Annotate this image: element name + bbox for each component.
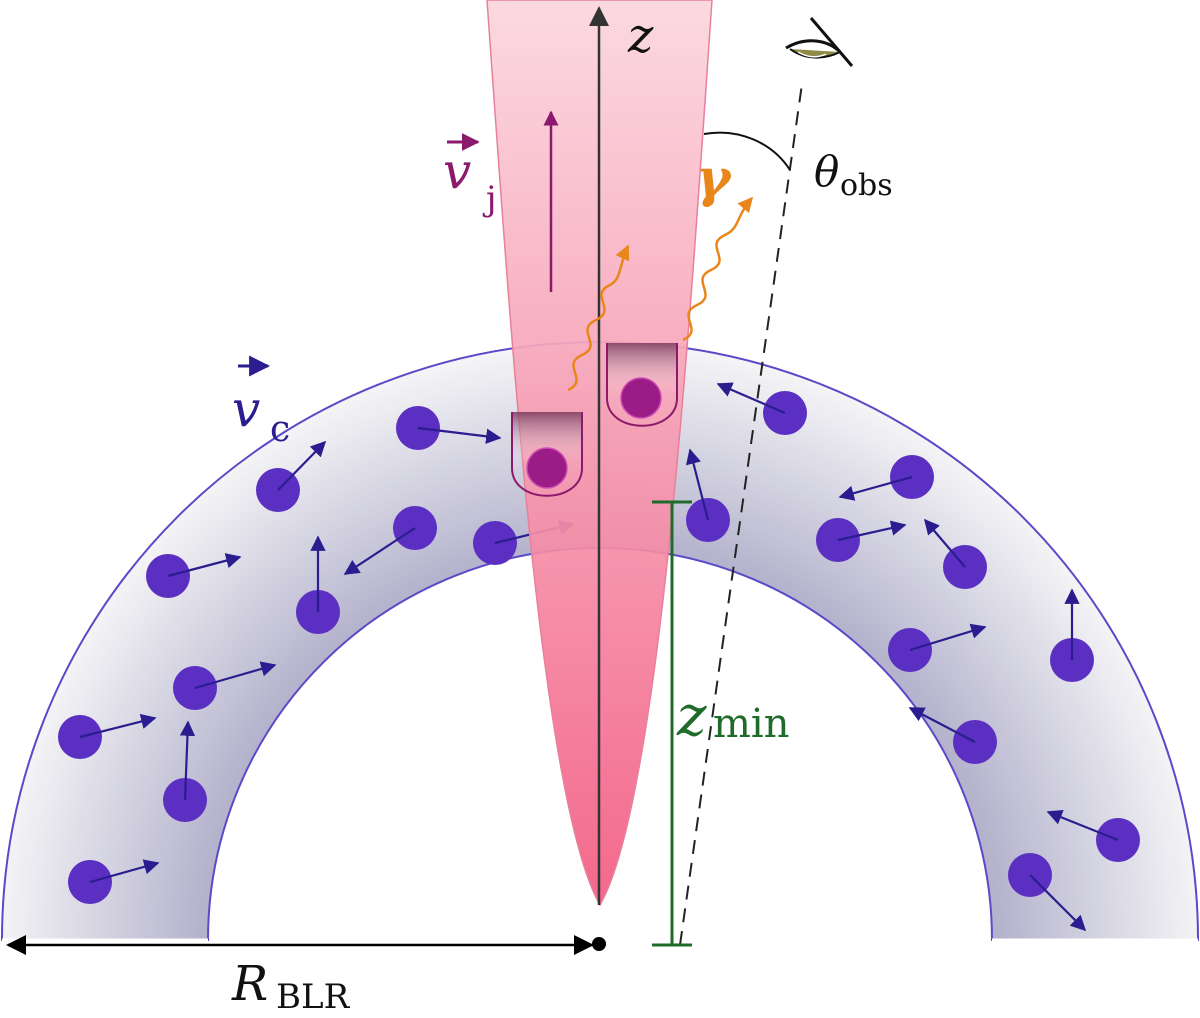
blr-cloud	[838, 455, 934, 501]
cloud-velocity-arrow	[1029, 874, 1087, 932]
cloud-velocity-arrow	[79, 713, 157, 739]
zmin-bracket	[652, 500, 692, 947]
svg-text:BLR: BLR	[276, 977, 351, 1017]
cloud-velocity-arrow	[277, 440, 327, 491]
blr-cloud	[396, 406, 502, 450]
emission-blob-upper	[606, 343, 678, 427]
line-of-sight	[679, 83, 803, 946]
photon-wave-left	[567, 244, 630, 392]
blr-cloud	[685, 448, 730, 542]
z-axis-label: z	[627, 8, 654, 64]
cloud-velocity-arrow	[908, 707, 976, 743]
cloud-velocity-arrow	[837, 520, 907, 542]
gamma-label: γ	[696, 148, 733, 209]
emission-blob-lower	[511, 412, 583, 497]
blr-cloud	[343, 506, 437, 575]
svg-text:z: z	[676, 684, 707, 749]
svg-text:j: j	[482, 179, 497, 219]
blr-cloud	[68, 859, 160, 904]
cloud-velocity-arrow	[194, 661, 277, 690]
zmin-label: z min	[676, 684, 789, 749]
svg-text:v: v	[232, 380, 260, 438]
svg-text:θ: θ	[814, 147, 839, 196]
eye-icon	[785, 17, 854, 67]
angle-arc	[703, 131, 791, 171]
blr-cloud	[716, 382, 807, 435]
blr-cloud	[146, 553, 242, 598]
cloud-velocity-arrow	[909, 623, 987, 652]
cloud-velocity-arrow	[924, 518, 966, 568]
photon-wave-right	[682, 196, 753, 342]
blr-cloud	[1050, 588, 1094, 682]
svg-text:v: v	[443, 142, 471, 200]
theta-obs-label: θ obs	[814, 147, 893, 203]
blr-cloud	[296, 535, 340, 634]
blr-cloud	[173, 661, 277, 710]
blr-cloud	[58, 713, 157, 759]
cloud-velocity-arrow	[716, 382, 786, 415]
blr-cloud	[908, 707, 997, 764]
blr-cloud	[256, 440, 327, 512]
cloud-velocity-arrow	[179, 720, 196, 801]
svg-text:c: c	[270, 409, 290, 450]
blr-cloud	[163, 720, 207, 822]
blr-cloud	[888, 623, 987, 672]
svg-text:R: R	[231, 956, 268, 1012]
cloud-velocity-arrow	[685, 448, 710, 521]
cloud-velocity-arrow	[1046, 809, 1119, 842]
cloud-velocity-arrow	[89, 859, 160, 884]
cloud-velocity-arrow	[343, 527, 416, 575]
cloud-velocity-label: v c	[232, 355, 290, 450]
blr-cloud	[1046, 809, 1140, 862]
svg-text:min: min	[713, 701, 789, 747]
cloud-velocity-arrow	[167, 553, 242, 578]
blr-cloud	[924, 518, 987, 589]
blr-clouds	[58, 382, 1140, 932]
black-hole-dot	[592, 937, 606, 951]
cloud-velocity-arrow	[417, 426, 502, 444]
svg-text:obs: obs	[840, 168, 893, 203]
blr-cloud	[816, 518, 907, 562]
cloud-velocity-arrow	[838, 475, 913, 501]
jet-velocity-label: v j	[443, 133, 497, 219]
rblr-label: R BLR	[231, 956, 351, 1017]
blr-cloud	[1008, 853, 1087, 932]
